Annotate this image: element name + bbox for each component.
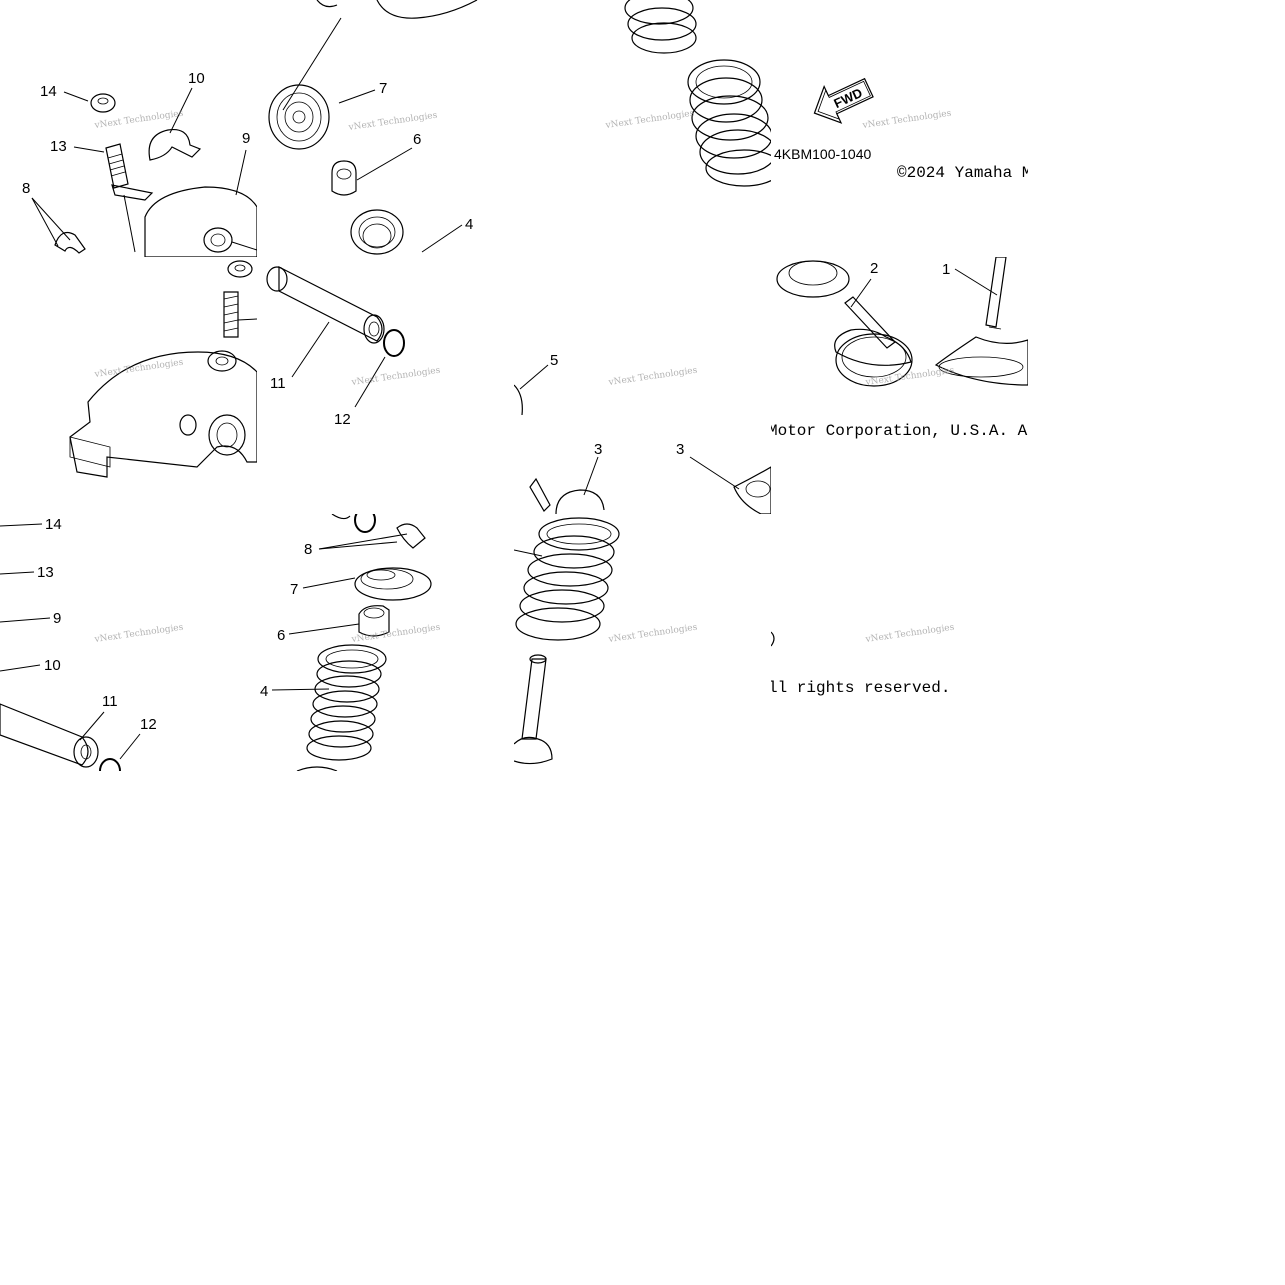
callout-4b: 4 [260, 683, 268, 700]
callout-12b: 12 [140, 716, 157, 733]
svg-text:vNext Technologies: vNext Technologies [604, 109, 695, 132]
callout-11: 11 [270, 375, 286, 392]
rocker-shaft-part [0, 703, 99, 768]
adjuster-screw-part [223, 291, 239, 338]
valve-stem-seal-part [331, 160, 357, 196]
callout-11b: 11 [102, 693, 118, 710]
callout-10b: 10 [44, 657, 61, 674]
upper-part-fragment [316, 0, 478, 19]
svg-text:vNext Technologies: vNext Technologies [93, 358, 184, 381]
callout-9b: 9 [53, 610, 61, 627]
tile-mid-right: 5 3 3 vNext Technologies [514, 257, 771, 514]
callout-6: 6 [413, 131, 421, 148]
valve-spring-coils-part [624, 0, 771, 187]
retainer-fragment [776, 260, 850, 298]
callout-10: 10 [188, 70, 205, 87]
valve-stem-part [529, 477, 551, 512]
exhaust-valve-part [834, 296, 913, 387]
spring-seat-part [555, 489, 605, 514]
callout-8b: 8 [304, 541, 312, 558]
callout-4: 4 [465, 216, 473, 233]
callout-14b: 14 [45, 516, 62, 533]
callout-13b: 13 [37, 564, 54, 581]
adjuster-screw-part [105, 143, 129, 189]
callout-13: 13 [50, 138, 67, 155]
spring-retainer-part [268, 84, 330, 150]
valve-cotter-part [396, 523, 426, 549]
part-fragment [771, 631, 775, 647]
callout-2: 2 [870, 260, 878, 277]
intake-valve-part [934, 257, 1028, 386]
nut-part [227, 260, 253, 278]
callout-3: 3 [594, 441, 602, 458]
svg-text:vNext Technologies: vNext Technologies [607, 623, 698, 646]
svg-text:FWD: FWD [831, 85, 864, 111]
o-ring-part [383, 329, 405, 357]
tile-mid-left: vNext Technologies [0, 257, 257, 514]
tile-bottom-middle: 8 7 6 4 [257, 514, 514, 771]
svg-text:vNext Technologies: vNext Technologies [861, 109, 952, 132]
circlip-part [148, 128, 202, 161]
callout-5: 5 [550, 352, 558, 369]
valve-spring-top-part [350, 209, 404, 255]
tile-mid-middle: 11 12 vNext Technologies [257, 257, 514, 514]
valve-seat-fragment [514, 384, 523, 416]
tile-bottom-right: vNext Technologies [514, 514, 771, 771]
o-ring-fragment [331, 514, 351, 520]
valve-cotter-part [54, 232, 86, 254]
valve-stem-seal-part [358, 605, 390, 637]
callout-1: 1 [942, 261, 950, 278]
rocker-shaft-part [266, 266, 385, 344]
tile-top-right: vNext Technologies [514, 0, 771, 257]
rocker-arm-part [144, 186, 257, 257]
svg-text:vNext Technologies: vNext Technologies [350, 366, 441, 389]
valve-assembly-illustration: 14 10 13 9 8 vNext Technologies [22, 70, 257, 257]
o-ring-part [99, 758, 121, 771]
tile-far-right-bottom: ll rights reserved. vNext Technologies [771, 514, 1028, 771]
callout-8: 8 [22, 180, 30, 197]
copyright-text-2: Motor Corporation, U.S.A. Al [771, 422, 1028, 440]
svg-text:vNext Technologies: vNext Technologies [350, 623, 441, 646]
svg-text:vNext Technologies: vNext Technologies [864, 623, 955, 646]
callout-9: 9 [242, 130, 250, 147]
tile-far-right-mid: 5 2 1 Motor Corporation, U.S.A. Al vNext… [771, 257, 1028, 514]
valve-part [514, 654, 553, 765]
copyright-text-3: ll rights reserved. [771, 679, 950, 697]
valve-spring-part [515, 517, 620, 641]
callout-7b: 7 [290, 581, 298, 598]
callout-6b: 6 [277, 627, 285, 644]
callout-7: 7 [379, 80, 387, 97]
spring-retainer-part [354, 567, 432, 601]
tile-far-right-top: FWD 4KBM100-1040 ©2024 Yamaha M vNext Te… [771, 0, 1028, 257]
copyright-text-1: ©2024 Yamaha M [897, 164, 1028, 182]
callout-3b: 3 [676, 441, 684, 458]
valve-spring-part [306, 644, 387, 761]
svg-text:vNext Technologies: vNext Technologies [93, 623, 184, 646]
callout-12: 12 [334, 411, 351, 428]
part-code-label: 4KBM100-1040 [774, 146, 872, 162]
svg-text:vNext Technologies: vNext Technologies [607, 366, 698, 389]
svg-text:vNext Technologies: vNext Technologies [347, 111, 438, 134]
tile-top-left: 14 10 13 9 8 vNext Technologies [0, 0, 257, 257]
tile-bottom-left: 14 13 9 10 11 12 vNext Technologies [0, 514, 257, 771]
tile-top-middle: 7 6 4 vNext Technologies [257, 0, 514, 257]
callout-14: 14 [40, 83, 57, 100]
nut-part [90, 93, 116, 113]
